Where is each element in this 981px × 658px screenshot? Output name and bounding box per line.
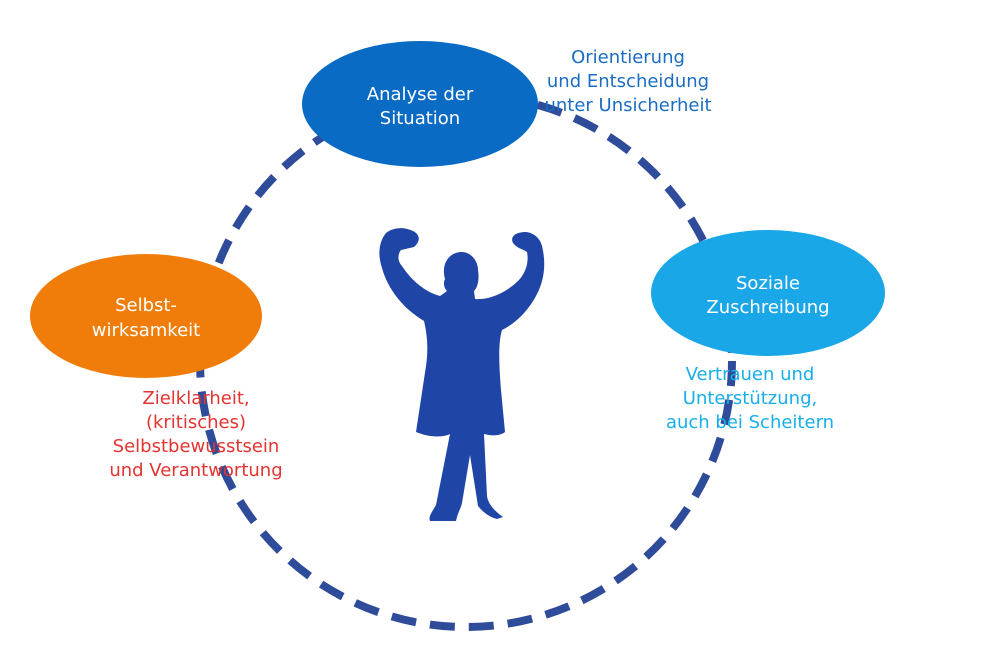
trust-line-2: Unterstützung, — [683, 388, 817, 409]
social-label-line-1: Soziale — [736, 273, 800, 294]
orientation-line-1: Orientierung — [571, 47, 685, 68]
social-ellipse — [651, 230, 885, 356]
selfefficacy-label-line-1: Selbst- — [115, 295, 177, 316]
node-social: Soziale Zuschreibung — [651, 230, 885, 356]
clarity-line-1: Zielklarheit, — [142, 388, 249, 409]
node-analysis: Analyse der Situation — [302, 41, 538, 167]
trust-line-3: auch bei Scheitern — [666, 412, 834, 433]
node-selfefficacy: Selbst- wirksamkeit — [30, 254, 262, 378]
clarity-line-2: (kritisches) — [146, 412, 246, 433]
social-label-line-2: Zuschreibung — [706, 297, 829, 318]
orientation-line-2: und Entscheidung — [547, 71, 709, 92]
clarity-line-4: und Verantwortung — [109, 460, 282, 481]
analysis-label-line-2: Situation — [380, 108, 460, 129]
annotation-orientation: Orientierung und Entscheidung unter Unsi… — [544, 47, 711, 116]
orientation-line-3: unter Unsicherheit — [544, 95, 711, 116]
annotation-clarity: Zielklarheit, (kritisches) Selbstbewusst… — [109, 388, 282, 481]
clarity-line-3: Selbstbewusstsein — [113, 436, 280, 457]
person-flexing-icon — [379, 228, 545, 522]
selfefficacy-ellipse — [30, 254, 262, 378]
selfefficacy-label-line-2: wirksamkeit — [92, 320, 200, 341]
analysis-label-line-1: Analyse der — [367, 84, 474, 105]
annotation-trust: Vertrauen und Unterstützung, auch bei Sc… — [666, 364, 834, 433]
person-silhouette — [379, 228, 545, 522]
trust-line-1: Vertrauen und — [686, 364, 815, 385]
analysis-ellipse — [302, 41, 538, 167]
